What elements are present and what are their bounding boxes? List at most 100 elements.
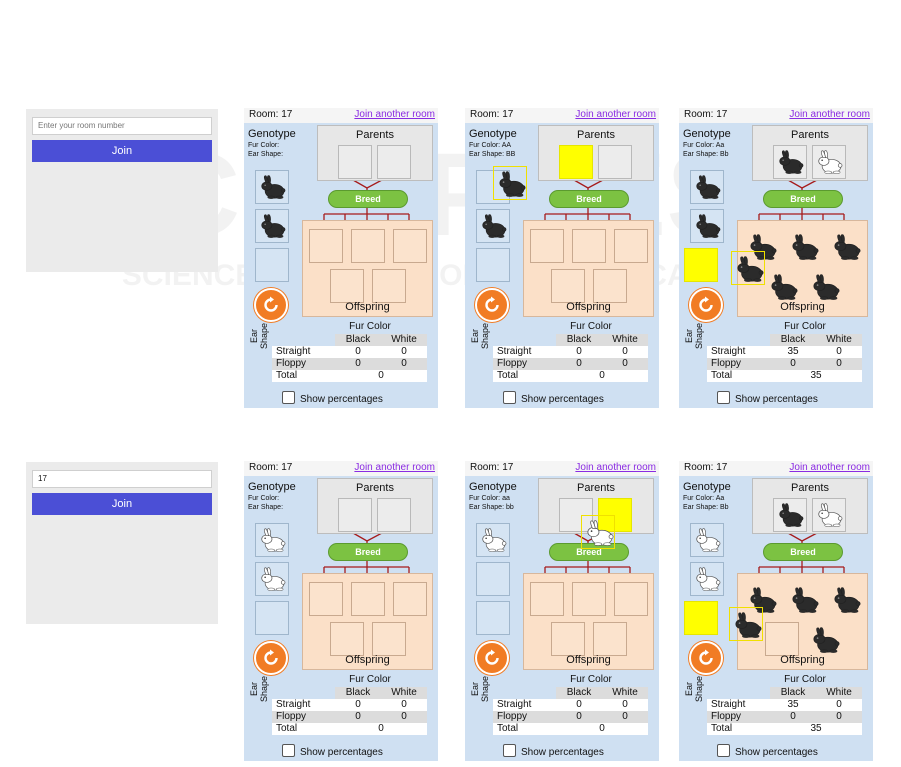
join-button[interactable]: Join (32, 493, 212, 515)
parent-slot[interactable] (812, 498, 846, 532)
black-rabbit-icon[interactable] (693, 214, 721, 243)
offspring-slot[interactable] (828, 582, 862, 616)
parent-slot[interactable] (773, 498, 807, 532)
join-another-room-link[interactable]: Join another room (354, 109, 435, 120)
rabbit-inventory-slot[interactable] (255, 170, 289, 204)
offspring-slot[interactable] (372, 269, 406, 303)
white-rabbit-icon[interactable] (258, 567, 286, 596)
white-rabbit-icon[interactable] (693, 567, 721, 596)
checkbox[interactable] (503, 391, 516, 404)
reset-button[interactable] (254, 641, 288, 675)
offspring-slot[interactable] (330, 269, 364, 303)
breed-button[interactable]: Breed (763, 543, 843, 561)
parent-slot[interactable] (377, 145, 411, 179)
black-rabbit-icon[interactable] (809, 627, 841, 658)
show-percentages-toggle[interactable]: Show percentages (717, 391, 818, 405)
join-another-room-link[interactable]: Join another room (575, 109, 656, 120)
offspring-slot[interactable] (351, 582, 385, 616)
parent-slot[interactable] (338, 498, 372, 532)
reset-button[interactable] (689, 641, 723, 675)
black-rabbit-icon[interactable] (693, 175, 721, 204)
breed-button[interactable]: Breed (328, 543, 408, 561)
black-rabbit-icon[interactable] (788, 234, 820, 265)
black-rabbit-icon[interactable] (767, 274, 799, 305)
show-percentages-toggle[interactable]: Show percentages (282, 744, 383, 758)
black-rabbit-icon[interactable] (830, 587, 862, 618)
reset-button[interactable] (254, 288, 288, 322)
offspring-slot[interactable] (614, 229, 648, 263)
offspring-slot[interactable] (744, 582, 778, 616)
black-rabbit-icon[interactable] (809, 274, 841, 305)
rabbit-inventory-slot[interactable] (476, 601, 510, 635)
offspring-slot[interactable] (530, 229, 564, 263)
rabbit-inventory-slot[interactable] (690, 209, 724, 243)
join-another-room-link[interactable]: Join another room (789, 462, 870, 473)
checkbox[interactable] (503, 744, 516, 757)
offspring-slot[interactable] (572, 229, 606, 263)
rabbit-inventory-slot[interactable] (684, 248, 718, 282)
checkbox[interactable] (282, 744, 295, 757)
white-rabbit-drag-icon[interactable] (581, 515, 615, 549)
white-rabbit-icon[interactable] (693, 528, 721, 557)
black-rabbit-icon[interactable] (776, 150, 804, 179)
rabbit-inventory-slot[interactable] (684, 601, 718, 635)
white-rabbit-icon[interactable] (815, 150, 843, 179)
join-another-room-link[interactable]: Join another room (789, 109, 870, 120)
parent-slot[interactable] (559, 145, 593, 179)
rabbit-inventory-slot[interactable] (255, 523, 289, 557)
offspring-slot[interactable] (330, 622, 364, 656)
rabbit-inventory-slot[interactable] (255, 209, 289, 243)
room-number-input[interactable]: Enter your room number (32, 117, 212, 135)
offspring-slot[interactable] (807, 269, 841, 303)
breed-button[interactable]: Breed (549, 190, 629, 208)
parent-slot[interactable] (338, 145, 372, 179)
rabbit-inventory-slot[interactable] (255, 248, 289, 282)
show-percentages-toggle[interactable]: Show percentages (282, 391, 383, 405)
rabbit-inventory-slot[interactable] (255, 562, 289, 596)
offspring-slot[interactable] (309, 229, 343, 263)
black-rabbit-icon[interactable] (746, 587, 778, 618)
black-rabbit-drag-icon[interactable] (493, 166, 527, 200)
parent-slot[interactable] (812, 145, 846, 179)
offspring-slot[interactable] (765, 269, 799, 303)
offspring-slot[interactable] (828, 229, 862, 263)
black-rabbit-icon[interactable] (788, 587, 820, 618)
offspring-slot[interactable] (807, 622, 841, 656)
checkbox[interactable] (717, 744, 730, 757)
white-rabbit-icon[interactable] (815, 503, 843, 532)
parent-slot[interactable] (773, 145, 807, 179)
black-rabbit-icon[interactable] (258, 214, 286, 243)
offspring-slot[interactable] (786, 229, 820, 263)
offspring-slot[interactable] (614, 582, 648, 616)
offspring-slot[interactable] (572, 582, 606, 616)
join-button[interactable]: Join (32, 140, 212, 162)
rabbit-inventory-slot[interactable] (476, 523, 510, 557)
offspring-slot[interactable] (351, 229, 385, 263)
black-rabbit-icon[interactable] (479, 214, 507, 243)
rabbit-inventory-slot[interactable] (690, 562, 724, 596)
breed-button[interactable]: Breed (763, 190, 843, 208)
checkbox[interactable] (282, 391, 295, 404)
offspring-slot[interactable] (593, 269, 627, 303)
offspring-slot[interactable] (551, 622, 585, 656)
offspring-slot[interactable] (393, 229, 427, 263)
breed-button[interactable]: Breed (549, 543, 629, 561)
show-percentages-toggle[interactable]: Show percentages (717, 744, 818, 758)
reset-button[interactable] (475, 641, 509, 675)
black-rabbit-icon[interactable] (258, 175, 286, 204)
reset-button[interactable] (689, 288, 723, 322)
rabbit-inventory-slot[interactable] (690, 523, 724, 557)
rabbit-inventory-slot[interactable] (255, 601, 289, 635)
checkbox[interactable] (717, 391, 730, 404)
offspring-slot[interactable] (393, 582, 427, 616)
black-rabbit-icon[interactable] (776, 503, 804, 532)
offspring-slot[interactable] (551, 269, 585, 303)
black-rabbit-drag-icon[interactable] (731, 251, 765, 285)
white-rabbit-icon[interactable] (258, 528, 286, 557)
join-another-room-link[interactable]: Join another room (354, 462, 435, 473)
white-rabbit-icon[interactable] (479, 528, 507, 557)
offspring-slot[interactable] (309, 582, 343, 616)
offspring-slot[interactable] (530, 582, 564, 616)
show-percentages-toggle[interactable]: Show percentages (503, 744, 604, 758)
breed-button[interactable]: Breed (328, 190, 408, 208)
